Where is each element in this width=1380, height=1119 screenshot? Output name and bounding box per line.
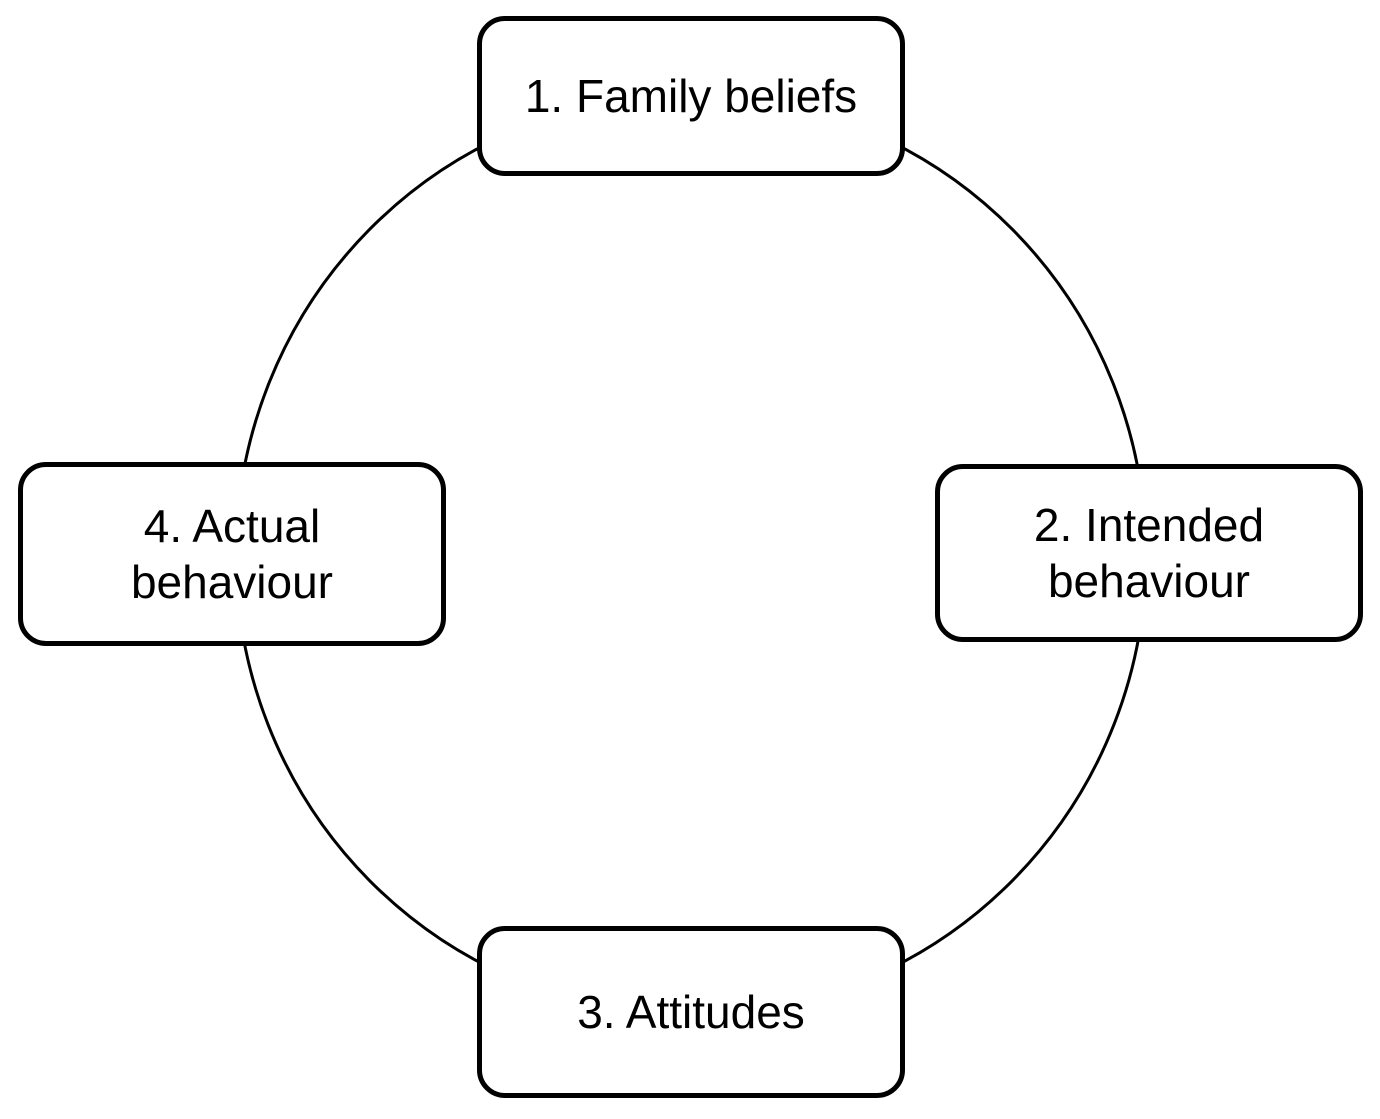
node-actual-behaviour-label: 4. Actual behaviour [131, 498, 333, 610]
node-intended-behaviour-line-1: 2. Intended [1033, 499, 1265, 551]
node-family-beliefs: 1. Family beliefs [477, 16, 905, 176]
node-intended-behaviour-label: 2. Intended behaviour [1034, 497, 1264, 609]
node-attitudes-label: 3. Attitudes [577, 984, 805, 1040]
node-family-beliefs-line-1: 1. Family beliefs [524, 70, 858, 122]
node-actual-behaviour-line-2: behaviour [130, 556, 334, 608]
node-attitudes: 3. Attitudes [477, 926, 905, 1098]
node-family-beliefs-label: 1. Family beliefs [525, 68, 857, 124]
node-intended-behaviour: 2. Intended behaviour [935, 464, 1363, 642]
node-intended-behaviour-line-2: behaviour [1047, 555, 1251, 607]
node-actual-behaviour-line-1: 4. Actual [143, 500, 321, 552]
node-actual-behaviour: 4. Actual behaviour [18, 462, 446, 646]
node-attitudes-line-1: 3. Attitudes [577, 986, 805, 1038]
